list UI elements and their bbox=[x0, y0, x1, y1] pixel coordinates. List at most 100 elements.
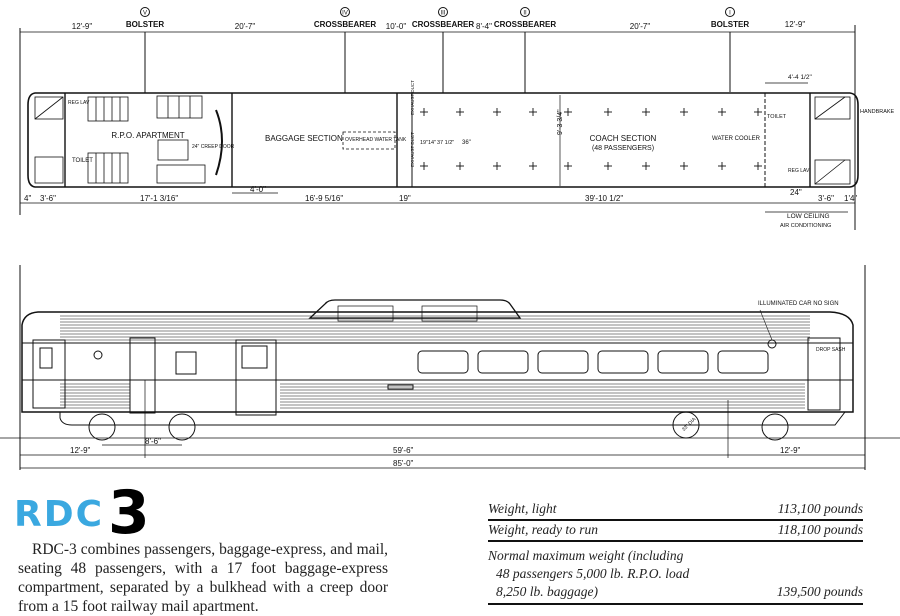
rpo-apartment-label: R.P.O. APARTMENT bbox=[111, 131, 184, 140]
svg-text:BOLSTER: BOLSTER bbox=[711, 20, 749, 29]
svg-text:CROSSBEARER: CROSSBEARER bbox=[412, 20, 474, 29]
marker-crossbearer-ii: CROSSBEARER II bbox=[494, 7, 556, 93]
seat-marker bbox=[642, 108, 650, 116]
svg-text:17'-1 3/16": 17'-1 3/16" bbox=[140, 194, 178, 203]
svg-text:IV: IV bbox=[342, 11, 348, 17]
svg-text:LOW CEILING: LOW CEILING bbox=[787, 213, 830, 220]
window bbox=[417, 350, 469, 374]
svg-text:TOILET: TOILET bbox=[767, 114, 787, 120]
seat-marker bbox=[680, 108, 688, 116]
water-tank-outline bbox=[342, 131, 396, 150]
svg-text:4": 4" bbox=[24, 194, 31, 203]
svg-text:12'-9": 12'-9" bbox=[70, 446, 91, 455]
svg-text:8'-6": 8'-6" bbox=[145, 437, 161, 446]
svg-text:24": 24" bbox=[790, 188, 802, 197]
description: RDC-3 combines passengers, baggage-expre… bbox=[18, 541, 388, 615]
seat-marker bbox=[604, 108, 612, 116]
svg-text:II: II bbox=[523, 11, 527, 17]
dim-text: 10'-0" bbox=[386, 22, 407, 31]
seat-marker bbox=[420, 108, 428, 116]
seat-marker bbox=[456, 162, 464, 170]
seat-marker bbox=[604, 162, 612, 170]
dim-text: 12'-9" bbox=[785, 20, 806, 29]
svg-text:III: III bbox=[440, 11, 445, 17]
coach-section-label: COACH SECTION bbox=[590, 134, 657, 143]
marker-bolster-i: BOLSTER I bbox=[711, 7, 749, 92]
seat-marker bbox=[456, 108, 464, 116]
dim-text: 8'-4" bbox=[476, 22, 492, 31]
svg-text:59'-6": 59'-6" bbox=[393, 446, 414, 455]
svg-text:REG LAV: REG LAV bbox=[788, 168, 810, 174]
handbrake-label: HANDBRAKE bbox=[860, 109, 895, 115]
svg-text:CROSSBEARER: CROSSBEARER bbox=[314, 20, 376, 29]
svg-text:AIR CONDITIONING: AIR CONDITIONING bbox=[780, 223, 831, 229]
dim-text: 20'-7" bbox=[235, 22, 256, 31]
car-body bbox=[21, 311, 854, 413]
drop-sash-label: DROP SASH bbox=[816, 347, 846, 353]
marker-crossbearer-iii: CROSSBEARER III bbox=[412, 7, 474, 93]
seat-marker bbox=[564, 108, 572, 116]
svg-text:REG LAV: REG LAV bbox=[68, 100, 90, 106]
svg-text:19": 19" bbox=[420, 140, 428, 146]
marker-bolster-v: BOLSTER V bbox=[126, 7, 164, 93]
svg-text:(48 PASSENGERS): (48 PASSENGERS) bbox=[592, 145, 654, 152]
wheel-diameter-label: 33" DIA bbox=[681, 416, 698, 433]
seat-marker bbox=[718, 108, 726, 116]
windows bbox=[417, 350, 769, 374]
window bbox=[537, 350, 589, 374]
svg-text:CROSSBEARER: CROSSBEARER bbox=[494, 20, 556, 29]
svg-text:EXHAUST DUCT: EXHAUST DUCT bbox=[410, 132, 415, 167]
window bbox=[597, 350, 649, 374]
svg-text:EXHAUST DUCT: EXHAUST DUCT bbox=[410, 80, 415, 115]
svg-text:3'-6": 3'-6" bbox=[40, 194, 56, 203]
svg-text:9'-3 3/4": 9'-3 3/4" bbox=[557, 109, 564, 135]
svg-text:4'-0": 4'-0" bbox=[250, 185, 266, 194]
svg-text:WATER COOLER: WATER COOLER bbox=[712, 136, 761, 142]
seat-marker bbox=[529, 162, 537, 170]
seat-marker bbox=[680, 162, 688, 170]
svg-text:85'-0": 85'-0" bbox=[393, 459, 414, 468]
svg-text:4'-4 1/2": 4'-4 1/2" bbox=[788, 74, 812, 81]
svg-text:39'-10 1/2": 39'-10 1/2" bbox=[585, 194, 623, 203]
svg-text:OVERHEAD WATER TANK: OVERHEAD WATER TANK bbox=[345, 137, 407, 143]
dim-text: 20'-7" bbox=[630, 22, 651, 31]
dim-text: 12'-9" bbox=[72, 22, 93, 31]
svg-text:TOILET: TOILET bbox=[72, 158, 93, 164]
svg-text:36": 36" bbox=[462, 140, 471, 146]
svg-text:I: I bbox=[729, 11, 731, 17]
window bbox=[717, 350, 769, 374]
title-prefix: RDC bbox=[14, 494, 105, 535]
marker-crossbearer-iv: CROSSBEARER IV bbox=[314, 7, 376, 93]
svg-text:24" CREEP DOOR: 24" CREEP DOOR bbox=[192, 144, 235, 150]
car-outline-plan bbox=[27, 92, 859, 188]
side-elevation: DROP SASH ILLUMINATED CAR NO SIGN 33" DI… bbox=[0, 265, 900, 470]
weight-max-row: Normal maximum weight (including 48 pass… bbox=[488, 542, 863, 605]
seat-marker bbox=[754, 162, 762, 170]
seat-marker bbox=[564, 162, 572, 170]
illuminated-sign-label: ILLUMINATED CAR NO SIGN bbox=[758, 301, 839, 307]
window bbox=[477, 350, 529, 374]
seat-marker bbox=[754, 108, 762, 116]
wheels bbox=[88, 411, 789, 441]
svg-text:37 1/2": 37 1/2" bbox=[437, 140, 454, 146]
seat-marker bbox=[718, 162, 726, 170]
roof-dome bbox=[308, 299, 522, 319]
seat-marker bbox=[420, 162, 428, 170]
svg-text:19": 19" bbox=[399, 194, 411, 203]
svg-text:BOLSTER: BOLSTER bbox=[126, 20, 164, 29]
svg-text:12'-9": 12'-9" bbox=[780, 446, 801, 455]
coach-seats bbox=[420, 108, 762, 170]
window bbox=[657, 350, 709, 374]
seat-marker bbox=[493, 162, 501, 170]
svg-text:16'-9 5/16": 16'-9 5/16" bbox=[305, 194, 343, 203]
svg-text:V: V bbox=[143, 11, 147, 17]
seat-marker bbox=[642, 162, 650, 170]
title-number: 3 bbox=[108, 478, 150, 548]
svg-text:1'4": 1'4" bbox=[844, 194, 857, 203]
svg-text:14": 14" bbox=[428, 140, 436, 146]
